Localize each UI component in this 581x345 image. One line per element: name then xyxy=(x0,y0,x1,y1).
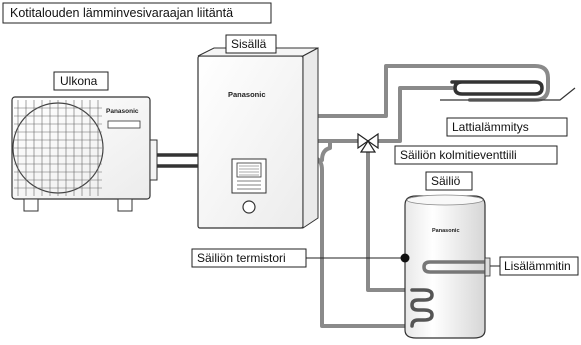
tank-thermistor-sensor xyxy=(400,253,410,263)
three-way-valve-label: Säiliön kolmitieventtiili xyxy=(394,145,558,165)
svg-text:Sisällä: Sisällä xyxy=(231,37,267,51)
indoor-unit: Panasonic xyxy=(197,47,319,229)
outdoor-label: Ulkona xyxy=(53,71,109,91)
floor-heating-coil xyxy=(440,80,576,101)
indoor-label: Sisällä xyxy=(225,34,277,54)
tank-thermistor-label: Säiliön termistori xyxy=(191,248,307,268)
tank-coil xyxy=(410,288,434,328)
fan-grille xyxy=(12,100,104,196)
outdoor-unit: Panasonic xyxy=(11,96,158,212)
svg-text:Säiliö: Säiliö xyxy=(431,174,461,188)
tank-brand-logo: Panasonic xyxy=(432,228,460,234)
indoor-brand-logo: Panasonic xyxy=(228,90,266,99)
booster-heater-label: Lisälämmitin xyxy=(499,256,579,276)
tank-label: Säiliö xyxy=(425,171,473,191)
svg-text:Lattialämmitys: Lattialämmitys xyxy=(452,120,529,134)
diagram-title: Kotitalouden lämminvesivaraajan liitäntä xyxy=(2,2,272,24)
svg-text:Ulkona: Ulkona xyxy=(60,74,98,88)
svg-text:Säiliön termistori: Säiliön termistori xyxy=(197,251,286,265)
power-button-icon xyxy=(242,200,256,214)
svg-text:Kotitalouden lämminvesivaraaja: Kotitalouden lämminvesivaraajan liitäntä xyxy=(10,6,233,20)
tank-coil-pipes xyxy=(301,139,414,328)
control-panel xyxy=(231,158,267,194)
svg-text:Säiliön kolmitieventtiili: Säiliön kolmitieventtiili xyxy=(400,148,517,162)
hot-water-tank: Panasonic xyxy=(400,194,491,339)
svg-text:Lisälämmitin: Lisälämmitin xyxy=(504,259,571,273)
outdoor-brand-logo: Panasonic xyxy=(106,108,139,115)
floor-heating-label: Lattialämmitys xyxy=(446,117,568,137)
refrigerant-pipes xyxy=(148,153,200,168)
three-way-valve-icon xyxy=(357,132,379,153)
booster-heater-element xyxy=(422,260,488,274)
